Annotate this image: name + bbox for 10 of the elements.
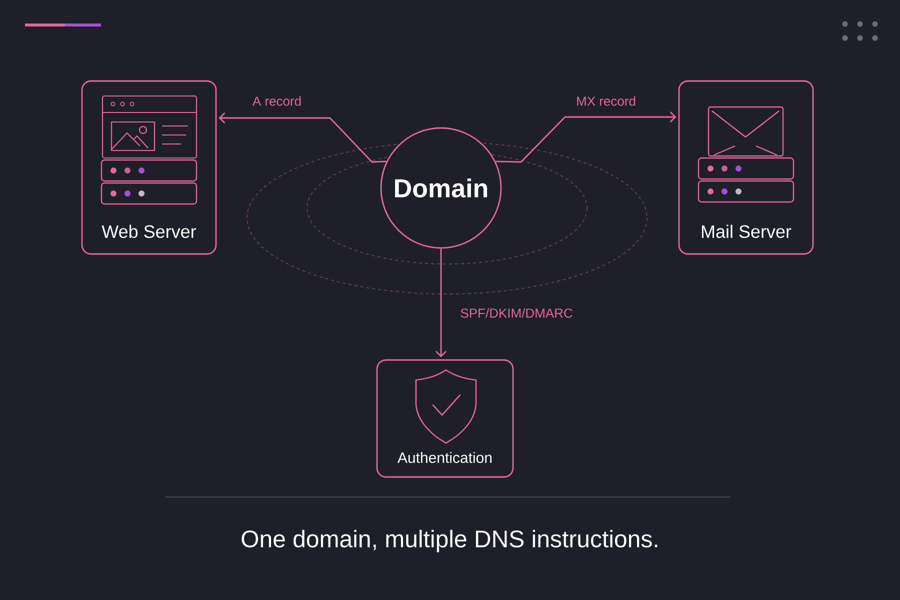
caption: One domain, multiple DNS instructions. bbox=[242, 530, 658, 552]
arrow bbox=[218, 112, 386, 163]
edge-label: SPF/DKIM/DMARC bbox=[460, 308, 572, 318]
auth-box: Authentication bbox=[376, 359, 514, 478]
edge-label: A record bbox=[252, 96, 301, 106]
arrow bbox=[436, 248, 446, 358]
server-box: Web Server bbox=[81, 80, 217, 255]
server-box: Mail Server bbox=[678, 80, 814, 255]
edge-label: MX record bbox=[577, 96, 636, 106]
arrow bbox=[496, 112, 676, 163]
